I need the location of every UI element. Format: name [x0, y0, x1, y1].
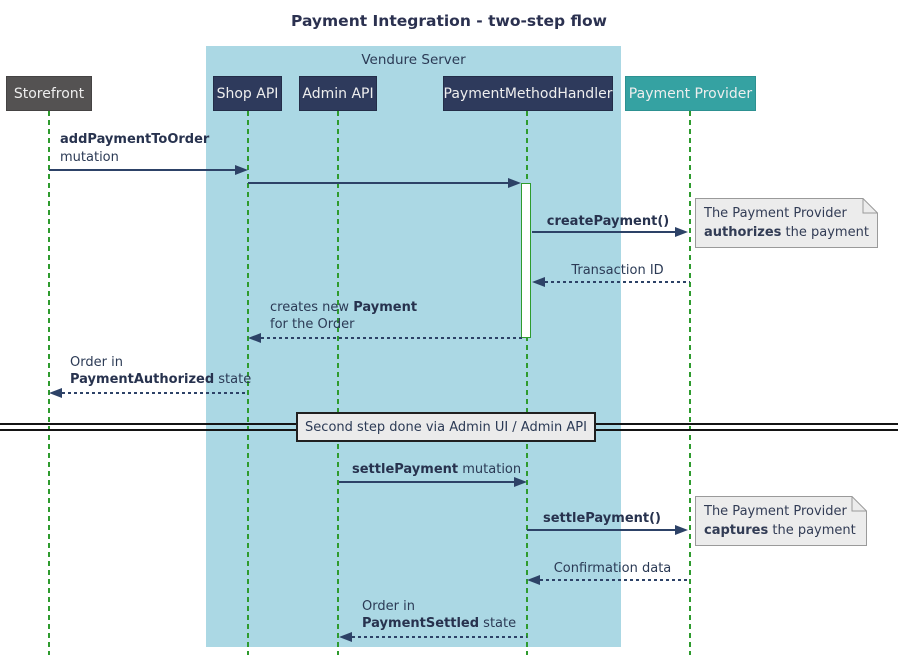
message-label-text: state	[214, 372, 252, 387]
participant-shop-api: Shop API	[213, 76, 282, 111]
note-authorizes: The Payment Provider authorizes the paym…	[695, 198, 878, 248]
note-shape	[695, 496, 867, 546]
message-label-text: mutation	[458, 462, 522, 477]
note-bold: authorizes	[704, 225, 782, 240]
vendure-server-label: Vendure Server	[361, 52, 466, 68]
message-line	[527, 529, 676, 531]
lifeline-shop-api	[247, 111, 249, 655]
message-line	[49, 169, 235, 171]
message-label-bold: settlePayment()	[543, 511, 661, 526]
note-line: captures the payment	[704, 521, 856, 540]
message-label-bold: createPayment()	[546, 214, 670, 229]
message-label: settlePayment()	[527, 510, 677, 527]
participant-payment-provider: Payment Provider	[625, 76, 756, 111]
message-label: for the Order	[270, 317, 355, 332]
arrowhead-left-icon	[49, 388, 62, 398]
message-label: createPayment()	[532, 213, 684, 230]
message-label-text: creates new	[270, 300, 354, 315]
message-label-bold: PaymentAuthorized	[70, 372, 215, 387]
divider-label: Second step done via Admin UI / Admin AP…	[305, 419, 587, 435]
participant-admin-api: Admin API	[299, 76, 377, 111]
message-line	[248, 182, 509, 184]
message-label: PaymentAuthorized state	[70, 371, 251, 388]
participant-label: Storefront	[13, 85, 85, 102]
activation-bar	[521, 183, 531, 338]
lifeline-admin-api	[337, 111, 339, 655]
arrowhead-right-icon	[675, 525, 688, 535]
arrowhead-left-icon	[248, 333, 261, 343]
arrowhead-right-icon	[675, 227, 688, 237]
message-label: Order in	[70, 355, 123, 370]
note-line: The Payment Provider	[704, 206, 847, 221]
message-label-bold: Payment	[353, 300, 418, 315]
arrowhead-right-icon	[235, 165, 248, 175]
message-line	[339, 481, 515, 483]
arrowhead-left-icon	[339, 632, 352, 642]
message-label: addPaymentToOrder	[60, 131, 209, 148]
message-label-bold: PaymentSettled	[362, 616, 480, 631]
note-captures: The Payment Provider captures the paymen…	[695, 496, 867, 546]
arrowhead-left-icon	[527, 575, 540, 585]
participant-label: Payment Provider	[628, 85, 753, 102]
message-label-bold: settlePayment	[352, 462, 459, 477]
participant-storefront: Storefront	[6, 76, 92, 111]
note-text: The Payment Provider captures the paymen…	[704, 502, 856, 540]
message-label: Order in	[362, 599, 415, 614]
message-label-text: state	[479, 616, 517, 631]
message-label: creates new Payment	[270, 299, 417, 316]
participant-label: Admin API	[302, 85, 374, 102]
note-text-part: the payment	[768, 523, 856, 538]
message-label: Transaction ID	[571, 263, 664, 278]
arrowhead-left-icon	[532, 277, 545, 287]
message-label: settlePayment mutation	[352, 461, 521, 478]
note-line: The Payment Provider	[704, 504, 847, 519]
message-label: Confirmation data	[553, 561, 672, 576]
vendure-server-frame: Vendure Server	[206, 46, 621, 647]
arrowhead-right-icon	[508, 178, 521, 188]
message-line	[545, 281, 690, 283]
message-label: PaymentSettled state	[362, 615, 516, 632]
message-line	[532, 231, 676, 233]
participant-label: Shop API	[216, 85, 279, 102]
diagram-title: Payment Integration - two-step flow	[291, 12, 607, 30]
note-bold: captures	[704, 523, 769, 538]
message-line	[352, 636, 527, 638]
lifeline-payment-provider	[689, 111, 691, 655]
message-line	[62, 392, 248, 394]
message-line	[540, 579, 690, 581]
note-line: authorizes the payment	[704, 223, 869, 242]
message-line	[261, 337, 522, 339]
message-label-bold: addPaymentToOrder	[60, 132, 210, 147]
arrowhead-right-icon	[514, 477, 527, 487]
note-shape	[695, 198, 878, 248]
lifeline-storefront	[48, 111, 50, 655]
note-text: The Payment Provider authorizes the paym…	[704, 204, 869, 242]
message-label: mutation	[60, 150, 119, 165]
participant-payment-method-handler: PaymentMethodHandler	[443, 76, 613, 111]
lifeline-payment-method-handler	[526, 111, 528, 655]
note-text-part: the payment	[781, 225, 869, 240]
divider-label-box: Second step done via Admin UI / Admin AP…	[296, 412, 596, 442]
participant-label: PaymentMethodHandler	[443, 85, 613, 102]
